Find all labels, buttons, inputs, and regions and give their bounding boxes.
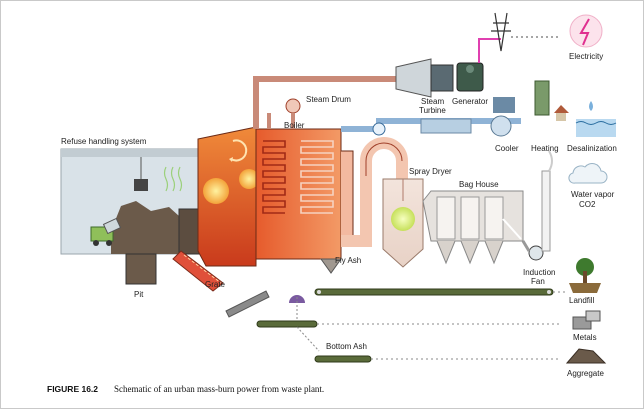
house-icon bbox=[554, 105, 569, 113]
label-steam-drum: Steam Drum bbox=[306, 95, 351, 104]
label-boiler: Boiler bbox=[284, 121, 305, 130]
steam-drum bbox=[253, 76, 426, 129]
heating-building-icon bbox=[534, 80, 550, 116]
caption-figure-number: FIGURE 16.2 bbox=[47, 384, 98, 394]
cloud-icon bbox=[568, 163, 608, 184]
label-pit: Pit bbox=[134, 290, 144, 299]
label-landfill: Landfill bbox=[569, 296, 595, 305]
label-generator: Generator bbox=[452, 97, 488, 106]
label-co2: CO2 bbox=[579, 200, 596, 209]
label-bag-house: Bag House bbox=[459, 180, 499, 189]
bag-house bbox=[422, 190, 524, 265]
label-spray-dryer: Spray Dryer bbox=[409, 167, 452, 176]
label-electricity: Electricity bbox=[569, 52, 603, 61]
label-bottom-ash: Bottom Ash bbox=[326, 342, 367, 351]
flue-duct bbox=[341, 137, 408, 247]
label-fly-ash: Fly Ash bbox=[335, 256, 361, 265]
label-turbine: Turbine bbox=[419, 106, 446, 115]
fly-ash-conveyor bbox=[314, 288, 566, 296]
spray-dryer bbox=[382, 178, 424, 268]
steam-turbine bbox=[395, 58, 454, 98]
feed-chute bbox=[172, 208, 224, 292]
refuse-handling-building bbox=[60, 148, 204, 285]
cooler-icon bbox=[493, 97, 515, 113]
crane-grab-icon bbox=[134, 179, 148, 191]
label-metals: Metals bbox=[573, 333, 597, 342]
label-steam: Steam bbox=[421, 97, 444, 106]
truck-icon bbox=[90, 217, 122, 246]
label-refuse-handling: Refuse handling system bbox=[61, 137, 147, 146]
label-cooler: Cooler bbox=[495, 144, 519, 153]
metals-icon bbox=[572, 310, 601, 330]
generator bbox=[456, 62, 484, 92]
label-desalinization: Desalinization bbox=[567, 144, 617, 153]
boiler-section bbox=[255, 128, 354, 274]
caption-text: Schematic of an urban mass-burn power fr… bbox=[114, 384, 324, 394]
label-water-vapor: Water vapor bbox=[571, 190, 615, 199]
furnace bbox=[197, 126, 259, 267]
ash-chute bbox=[225, 290, 270, 318]
induction-fan bbox=[521, 150, 553, 261]
lightning-bolt-icon bbox=[579, 18, 590, 46]
label-aggregate: Aggregate bbox=[567, 369, 604, 378]
power-line bbox=[478, 12, 603, 63]
bottom-ash-conveyor-1 bbox=[256, 320, 561, 328]
water-loop bbox=[341, 80, 617, 137]
label-fan: Fan bbox=[531, 277, 545, 286]
label-grate: Grate bbox=[205, 280, 226, 289]
bottom-ash-conveyor-2 bbox=[314, 355, 561, 363]
landfill-icon bbox=[569, 258, 601, 293]
aggregate-icon bbox=[565, 348, 607, 364]
label-heating: Heating bbox=[531, 144, 559, 153]
label-induction: Induction bbox=[523, 268, 555, 277]
